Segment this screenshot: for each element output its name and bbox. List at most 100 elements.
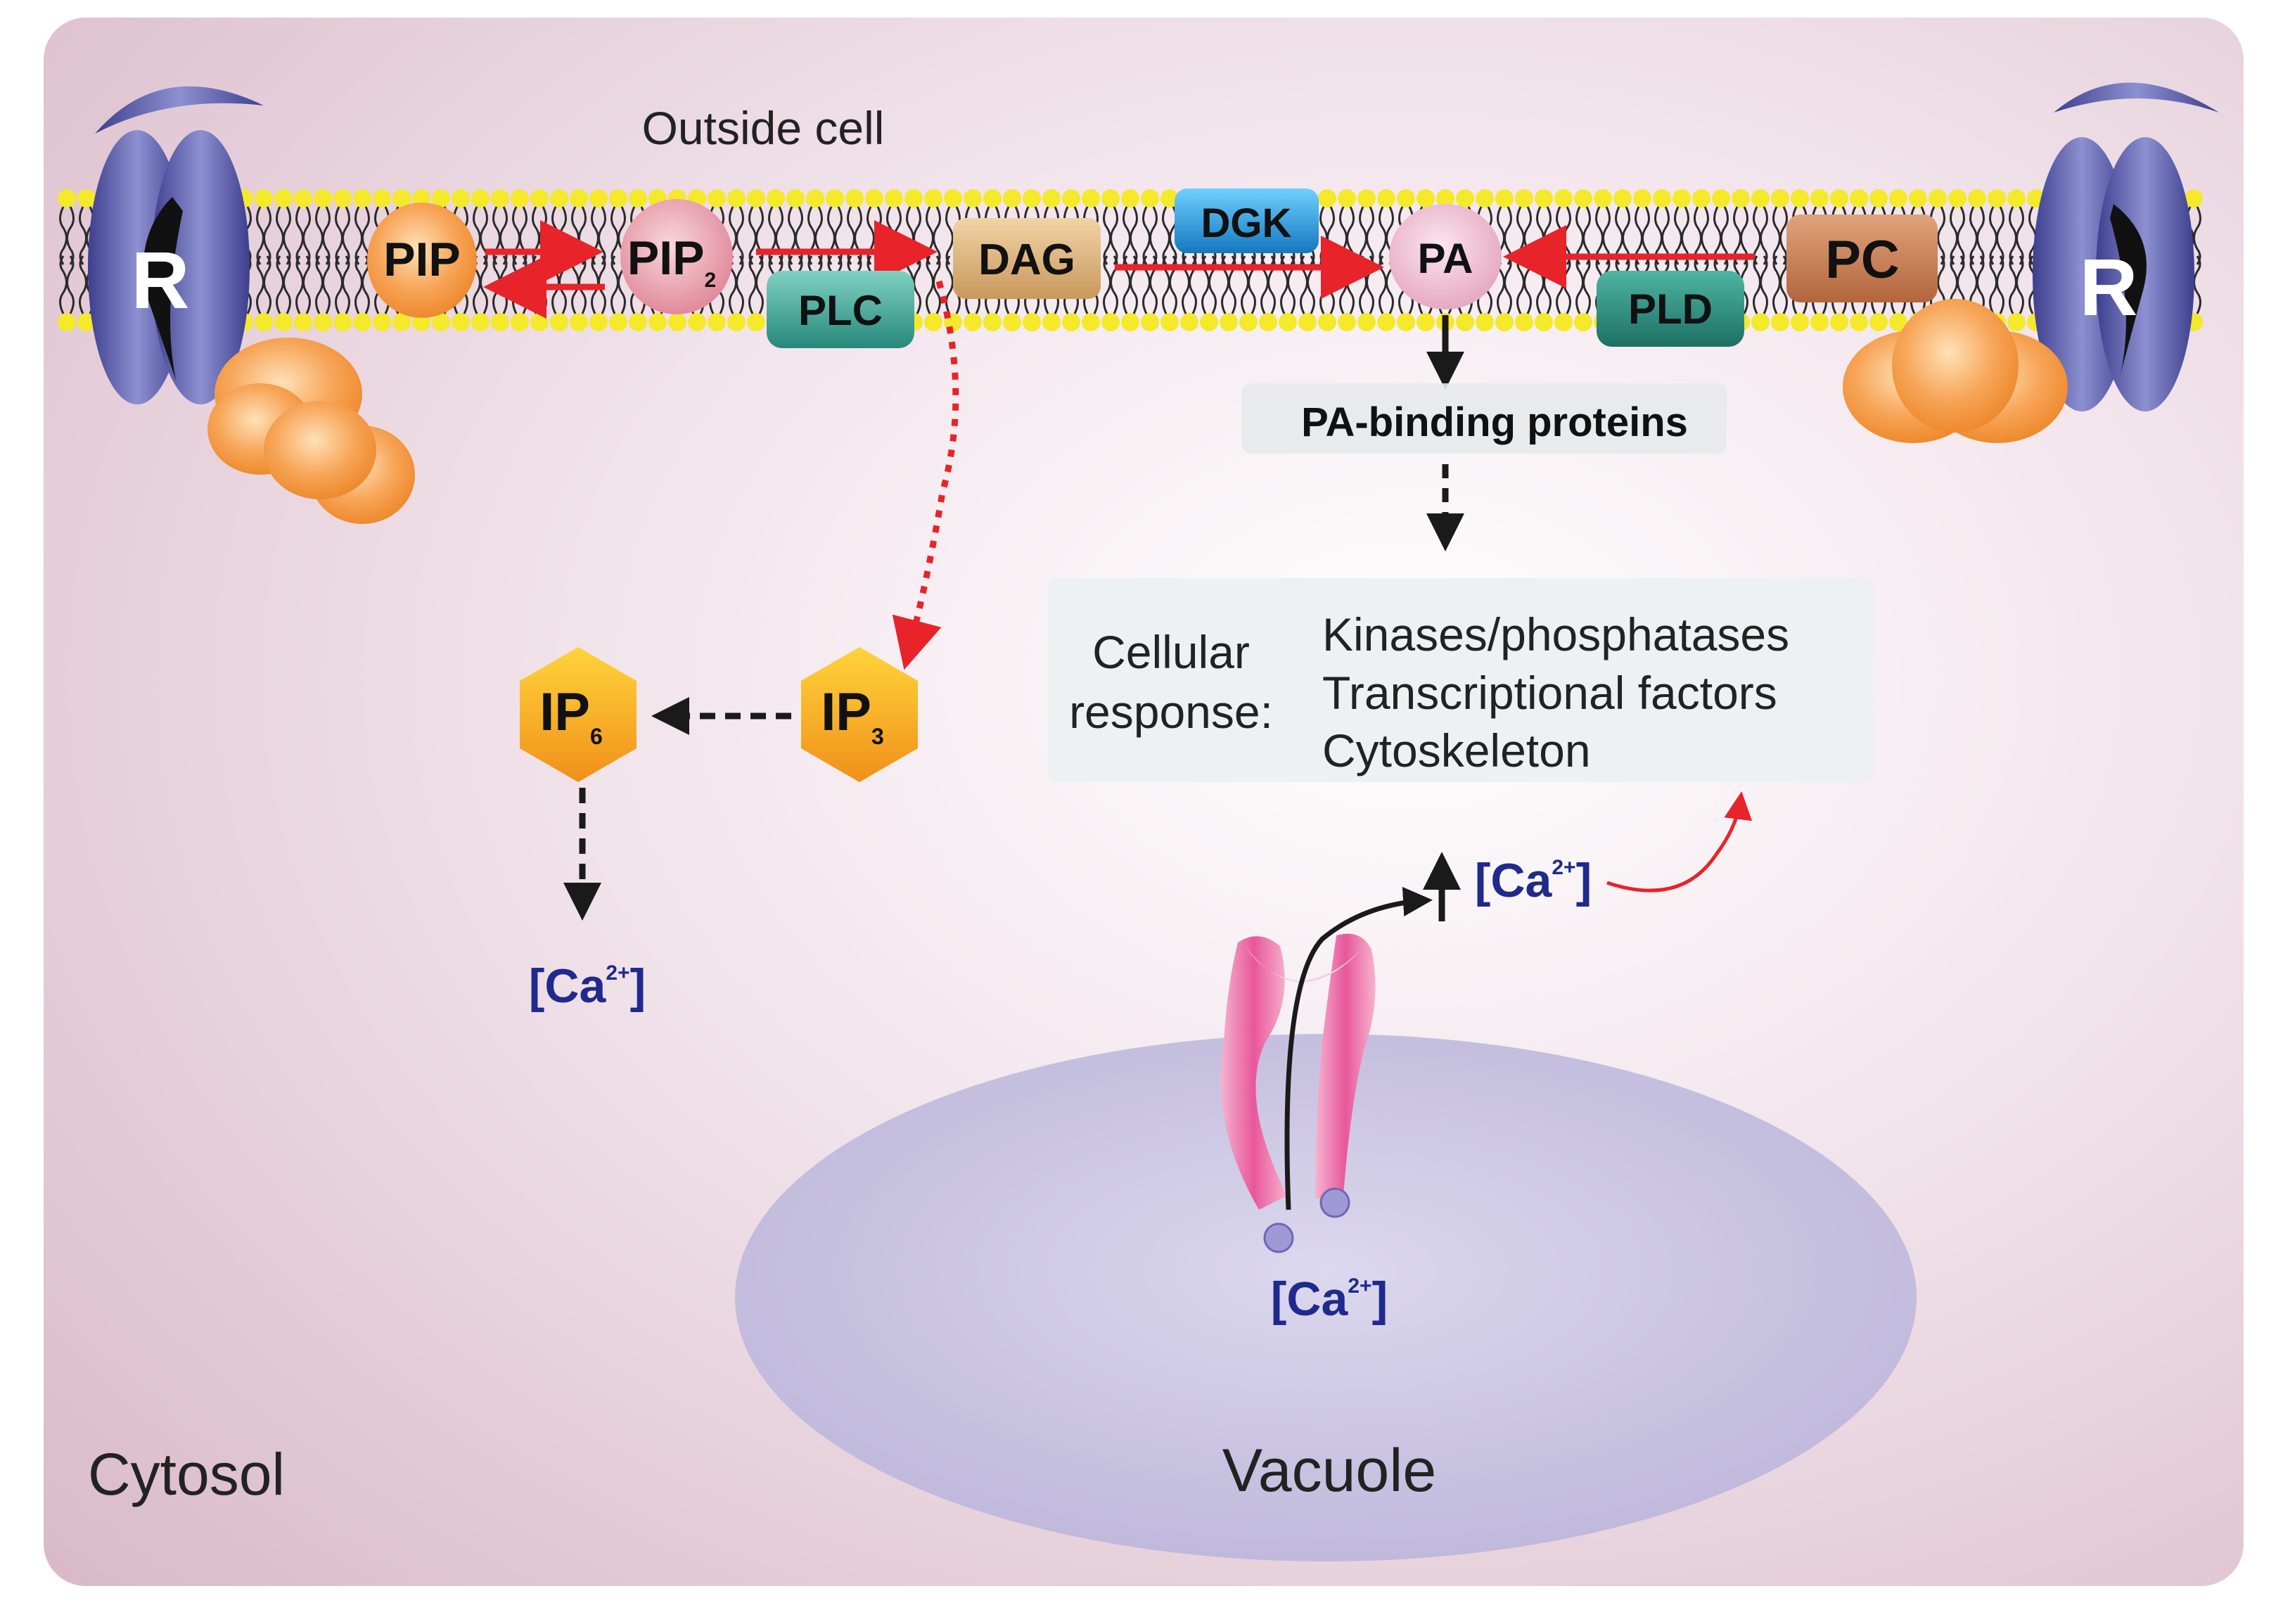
lipid-head-top bbox=[1673, 189, 1691, 207]
response-item-cytoskeleton: Cytoskeleton bbox=[1322, 724, 1591, 776]
lipid-head-bottom bbox=[1200, 313, 1218, 331]
g-protein-right bbox=[1843, 299, 2068, 443]
lipid-head-top bbox=[1653, 189, 1671, 207]
lipid-head-bottom bbox=[1160, 313, 1179, 331]
lipid-tail bbox=[2193, 206, 2201, 265]
lipid-head-top bbox=[767, 189, 785, 207]
pld-label: PLD bbox=[1628, 286, 1713, 333]
lipid-head-bottom bbox=[373, 313, 391, 331]
lipid-head-top bbox=[786, 189, 805, 207]
lipid-head-top bbox=[1810, 189, 1829, 207]
lipid-head-top bbox=[629, 189, 647, 207]
lipid-head-top bbox=[1338, 189, 1356, 207]
lipid-head-top bbox=[2185, 189, 2203, 207]
lipid-head-top bbox=[1574, 189, 1592, 207]
ip3-label: IP3 bbox=[821, 682, 884, 749]
lipid-tail bbox=[1996, 206, 2004, 265]
lipid-head-bottom bbox=[452, 313, 470, 331]
lipid-head-top bbox=[1082, 189, 1100, 207]
lipid-head-top bbox=[1732, 189, 1750, 207]
lipid-head-bottom bbox=[392, 313, 411, 331]
lipid-head-top bbox=[530, 189, 549, 207]
lipid-tail bbox=[66, 255, 75, 314]
calcium-left-label: [Ca2+] bbox=[529, 959, 646, 1013]
lipid-head-bottom bbox=[964, 313, 982, 331]
lipid-head-top bbox=[1436, 189, 1454, 207]
lipid-tail bbox=[1937, 206, 1945, 265]
lipid-head-bottom bbox=[491, 313, 509, 331]
dag-molecule: DAG bbox=[953, 218, 1101, 299]
lipid-tail bbox=[736, 255, 744, 314]
lipid-head-bottom bbox=[924, 313, 942, 331]
lipid-head-top bbox=[1357, 189, 1376, 207]
pip-label: PIP bbox=[383, 233, 461, 286]
lipid-tail bbox=[736, 206, 744, 265]
lipid-head-top bbox=[570, 189, 588, 207]
lipid-tail bbox=[342, 255, 350, 314]
calcium-vacuole-label: [Ca2+] bbox=[1271, 1272, 1388, 1326]
lipid-tail bbox=[263, 206, 271, 265]
lipid-head-bottom bbox=[1259, 313, 1277, 331]
lipid-tail bbox=[795, 206, 803, 265]
lipid-tail bbox=[66, 206, 75, 265]
lipid-head-bottom bbox=[511, 313, 529, 331]
lipid-head-top bbox=[333, 189, 352, 207]
lipid-head-bottom bbox=[609, 313, 627, 331]
lipid-head-top bbox=[1988, 189, 2006, 207]
lipid-head-bottom bbox=[648, 313, 667, 331]
lipid-head-bottom bbox=[1810, 313, 1829, 331]
lipid-head-bottom bbox=[1476, 313, 1494, 331]
lipid-head-top bbox=[1377, 189, 1395, 207]
lipid-head-top bbox=[924, 189, 942, 207]
lipid-head-bottom bbox=[77, 313, 96, 331]
lipid-head-bottom bbox=[1318, 313, 1336, 331]
lipid-head-bottom bbox=[1082, 313, 1100, 331]
arrow-pip2-to-ip3-dotted bbox=[892, 280, 959, 670]
calcium-ion-1 bbox=[1263, 1222, 1294, 1253]
lipid-head-top bbox=[353, 189, 371, 207]
lipid-tail bbox=[1110, 206, 1118, 265]
ip3-molecule: IP3 bbox=[801, 647, 918, 782]
lipid-tail bbox=[1976, 206, 1985, 265]
lipid-tail bbox=[755, 255, 764, 314]
lipid-head-top bbox=[845, 189, 864, 207]
lipid-head-top bbox=[1023, 189, 1041, 207]
lipid-head-bottom bbox=[1397, 313, 1415, 331]
lipid-head-bottom bbox=[1003, 313, 1021, 331]
lipid-tail bbox=[834, 206, 843, 265]
lipid-head-bottom bbox=[1023, 313, 1041, 331]
lipid-head-top bbox=[1121, 189, 1139, 207]
lipid-head-bottom bbox=[708, 313, 726, 331]
lipid-head-top bbox=[2007, 189, 2026, 207]
lipid-head-top bbox=[511, 189, 529, 207]
lipid-head-top bbox=[274, 189, 293, 207]
lipid-tail bbox=[283, 206, 291, 265]
lipid-head-bottom bbox=[432, 313, 450, 331]
lipid-tail bbox=[2016, 206, 2024, 265]
lipid-head-bottom bbox=[1456, 313, 1474, 331]
lipid-head-bottom bbox=[333, 313, 352, 331]
lipid-head-top bbox=[1613, 189, 1632, 207]
cellular-response-box: Cellular response: Kinases/phosphatases … bbox=[1048, 578, 1874, 782]
pa-label: PA bbox=[1418, 235, 1473, 282]
pc-molecule: PC bbox=[1786, 215, 1938, 302]
lipid-head-top bbox=[708, 189, 726, 207]
lipid-head-top bbox=[1929, 189, 1947, 207]
lipid-head-bottom bbox=[1298, 313, 1317, 331]
lipid-head-bottom bbox=[1515, 313, 1533, 331]
g-protein-left bbox=[207, 338, 415, 524]
lipid-head-top bbox=[1141, 189, 1159, 207]
lipid-head-bottom bbox=[747, 313, 765, 331]
lipid-head-top bbox=[1535, 189, 1553, 207]
lipid-head-bottom bbox=[353, 313, 371, 331]
lipid-head-top bbox=[1712, 189, 1730, 207]
lipid-tail bbox=[263, 255, 271, 314]
lipid-head-top bbox=[1889, 189, 1907, 207]
lipid-head-top bbox=[1968, 189, 1986, 207]
lipid-head-bottom bbox=[1042, 313, 1061, 331]
lipid-head-bottom bbox=[1889, 313, 1907, 331]
dgk-label: DGK bbox=[1201, 200, 1292, 246]
calcium-right-label: [Ca2+] bbox=[1475, 854, 1592, 907]
lipid-head-bottom bbox=[1751, 313, 1770, 331]
